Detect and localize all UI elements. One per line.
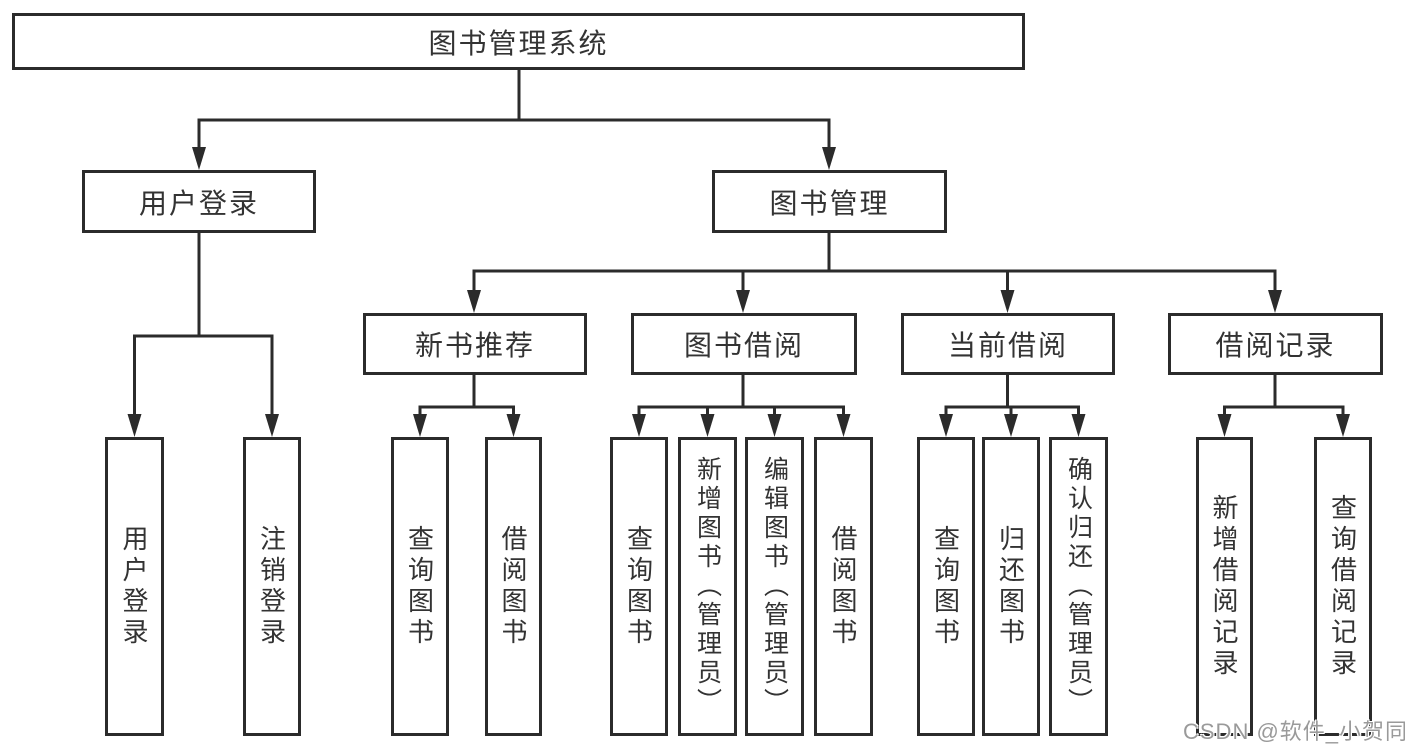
arrowheads <box>127 147 1350 437</box>
connector-root-to-level1 <box>197 68 831 148</box>
leaf-borrowing-query-books: 查询图书 <box>610 437 668 736</box>
leaf-logout: 注销登录 <box>243 437 301 736</box>
connector-newbooks-to-leaves <box>418 375 515 414</box>
node-new-book-recommend: 新书推荐 <box>363 313 587 375</box>
leaf-current-query-books: 查询图书 <box>917 437 975 736</box>
csdn-watermark: CSDN @软件_小贺同学 <box>1183 719 1405 744</box>
leaf-borrowing-add-books-admin: 新增图书（管理员） <box>678 437 737 736</box>
connector-userlogin-to-leaves <box>133 233 274 414</box>
leaf-user-login: 用户登录 <box>105 437 164 736</box>
leaf-borrowing-edit-books-admin: 编辑图书（管理员） <box>745 437 804 736</box>
leaf-newbooks-query-books: 查询图书 <box>391 437 449 736</box>
node-user-login: 用户登录 <box>82 170 316 233</box>
leaf-current-confirm-return-admin: 确认归还（管理员） <box>1049 437 1108 736</box>
leaf-records-query-borrow-record: 查询借阅记录 <box>1314 437 1372 736</box>
connector-currentborrow-to-leaves <box>944 375 1080 414</box>
connector-bookborrow-to-leaves <box>637 375 845 414</box>
leaf-current-return-books: 归还图书 <box>982 437 1040 736</box>
node-book-borrowing: 图书借阅 <box>631 313 857 375</box>
leaf-records-add-borrow-record: 新增借阅记录 <box>1196 437 1253 736</box>
leaf-borrowing-borrow-books: 借阅图书 <box>814 437 873 736</box>
connector-borrowrecords-to-leaves <box>1223 375 1345 414</box>
node-borrow-records: 借阅记录 <box>1168 313 1383 375</box>
connector-bookmgmt-to-level2 <box>472 233 1277 291</box>
node-book-management: 图书管理 <box>712 170 947 233</box>
node-current-borrowing: 当前借阅 <box>901 313 1115 375</box>
node-root-system: 图书管理系统 <box>12 13 1025 70</box>
leaf-newbooks-borrow-books: 借阅图书 <box>485 437 542 736</box>
